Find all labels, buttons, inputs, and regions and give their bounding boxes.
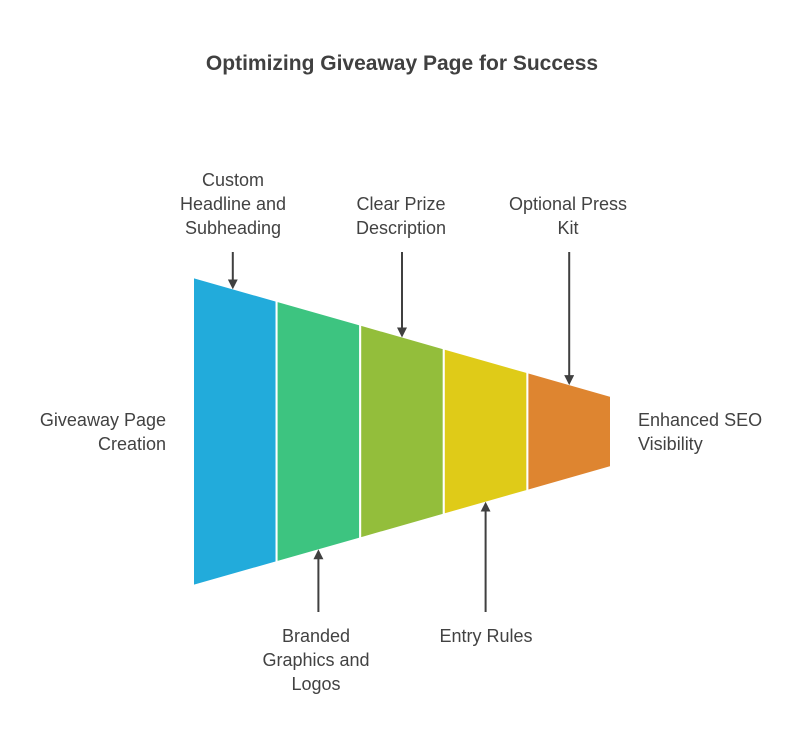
- segment-2-label-line-1: Branded: [281, 626, 351, 646]
- segment-5-label-line-1: Optional Press: [508, 194, 628, 214]
- start-label: Giveaway Page Creation: [16, 408, 166, 456]
- funnel-segment-2: [275, 299, 362, 564]
- segment-2-label: Branded Graphics and Logos: [236, 624, 396, 696]
- funnel-segment-3: [359, 323, 445, 540]
- segment-1-label: Custom Headline and Subheading: [158, 168, 308, 240]
- segment-4-label-line-1: Entry Rules: [439, 626, 533, 646]
- segment-2-label-line-3: Logos: [291, 674, 341, 694]
- segment-3-label: Clear Prize Description: [326, 192, 476, 240]
- start-label-line-1: Giveaway Page: [39, 410, 166, 430]
- end-label-line-2: Visibility: [638, 434, 703, 454]
- segment-1-label-line-2: Headline and: [179, 194, 287, 214]
- segment-1-label-line-1: Custom: [201, 170, 264, 190]
- segment-4-label: Entry Rules: [411, 624, 561, 648]
- diagram-title: Optimizing Giveaway Page for Success: [205, 52, 599, 75]
- funnel-segment-4: [442, 347, 529, 516]
- end-label-line-1: Enhanced SEO: [638, 410, 763, 430]
- segment-3-label-line-1: Clear Prize: [356, 194, 446, 214]
- segment-5-label-line-2: Kit: [557, 218, 579, 238]
- funnel-segment-1: [192, 275, 278, 588]
- segment-3-label-line-2: Description: [355, 218, 447, 238]
- segment-2-label-line-2: Graphics and: [262, 650, 370, 670]
- segment-5-label: Optional Press Kit: [488, 192, 648, 240]
- start-label-line-2: Creation: [97, 434, 166, 454]
- end-label: Enhanced SEO Visibility: [638, 408, 798, 456]
- segment-1-label-line-3: Subheading: [184, 218, 282, 238]
- funnel-segment-5: [526, 370, 612, 493]
